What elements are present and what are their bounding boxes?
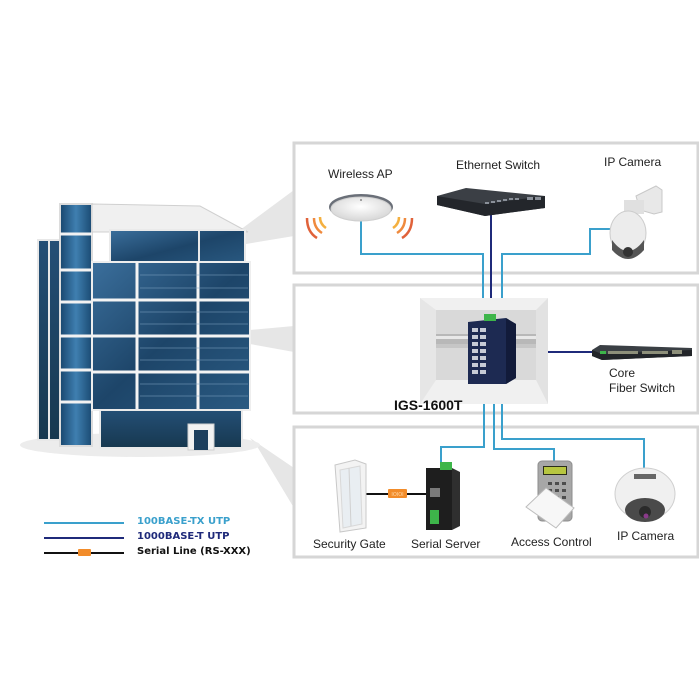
- link-wireless-ap: [360, 220, 484, 318]
- legend-label: 1000BASE-T UTP: [137, 531, 230, 542]
- label-security-gate: Security Gate: [313, 537, 386, 551]
- label-ip-camera-dome: IP Camera: [617, 529, 675, 543]
- serial-connector-legend-icon: [78, 549, 91, 556]
- label-ethernet-switch: Ethernet Switch: [456, 158, 541, 172]
- link-ip-camera-dome: [501, 380, 645, 468]
- label-serial-server: Serial Server: [411, 537, 481, 551]
- link-serial-server: [440, 380, 485, 463]
- access-control-keypad-icon: [525, 460, 575, 529]
- legend-label: 100BASE-TX UTP: [137, 516, 231, 527]
- legend-item-gigabit: 1000BASE-T UTP: [44, 531, 264, 546]
- link-ip-camera-ptz: [501, 228, 610, 318]
- svg-text:IOIOI: IOIOI: [391, 492, 403, 498]
- label-ip-camera-ptz: IP Camera: [604, 155, 662, 169]
- label-core-fiber-switch-line1: Core: [609, 366, 636, 380]
- legend-item-serial: Serial Line (RS-XXX): [44, 546, 264, 561]
- serial-connector-icon: [388, 489, 407, 498]
- security-gate-icon: [334, 459, 367, 533]
- core-fiber-switch-icon: [592, 345, 692, 360]
- legend-swatch-gigabit: [44, 537, 124, 539]
- dome-camera-icon: [614, 467, 676, 522]
- label-core-fiber-switch-line2: Fiber Switch: [609, 381, 676, 395]
- beam-top: [232, 190, 294, 244]
- legend-label: Serial Line (RS-XXX): [137, 546, 251, 557]
- legend-item-fast-ethernet: 100BASE-TX UTP: [44, 516, 264, 531]
- legend-swatch-fast-ethernet: [44, 522, 124, 524]
- beam-middle: [250, 326, 294, 352]
- light-beams: [232, 190, 294, 508]
- igs-1600t-switch-icon: [468, 314, 516, 384]
- ethernet-switch-icon: [437, 188, 545, 216]
- legend: 100BASE-TX UTP 1000BASE-T UTP Serial Lin…: [44, 516, 264, 561]
- label-igs-1600t: IGS-1600T: [394, 397, 463, 413]
- beam-bottom: [250, 438, 294, 508]
- office-building-illustration: [20, 203, 260, 457]
- label-access-control: Access Control: [511, 535, 592, 549]
- wireless-ap-icon: [305, 194, 414, 240]
- label-wireless-ap: Wireless AP: [328, 167, 393, 181]
- link-access-control: [493, 380, 555, 462]
- serial-server-icon: [426, 462, 460, 530]
- ptz-camera-icon: [609, 185, 663, 259]
